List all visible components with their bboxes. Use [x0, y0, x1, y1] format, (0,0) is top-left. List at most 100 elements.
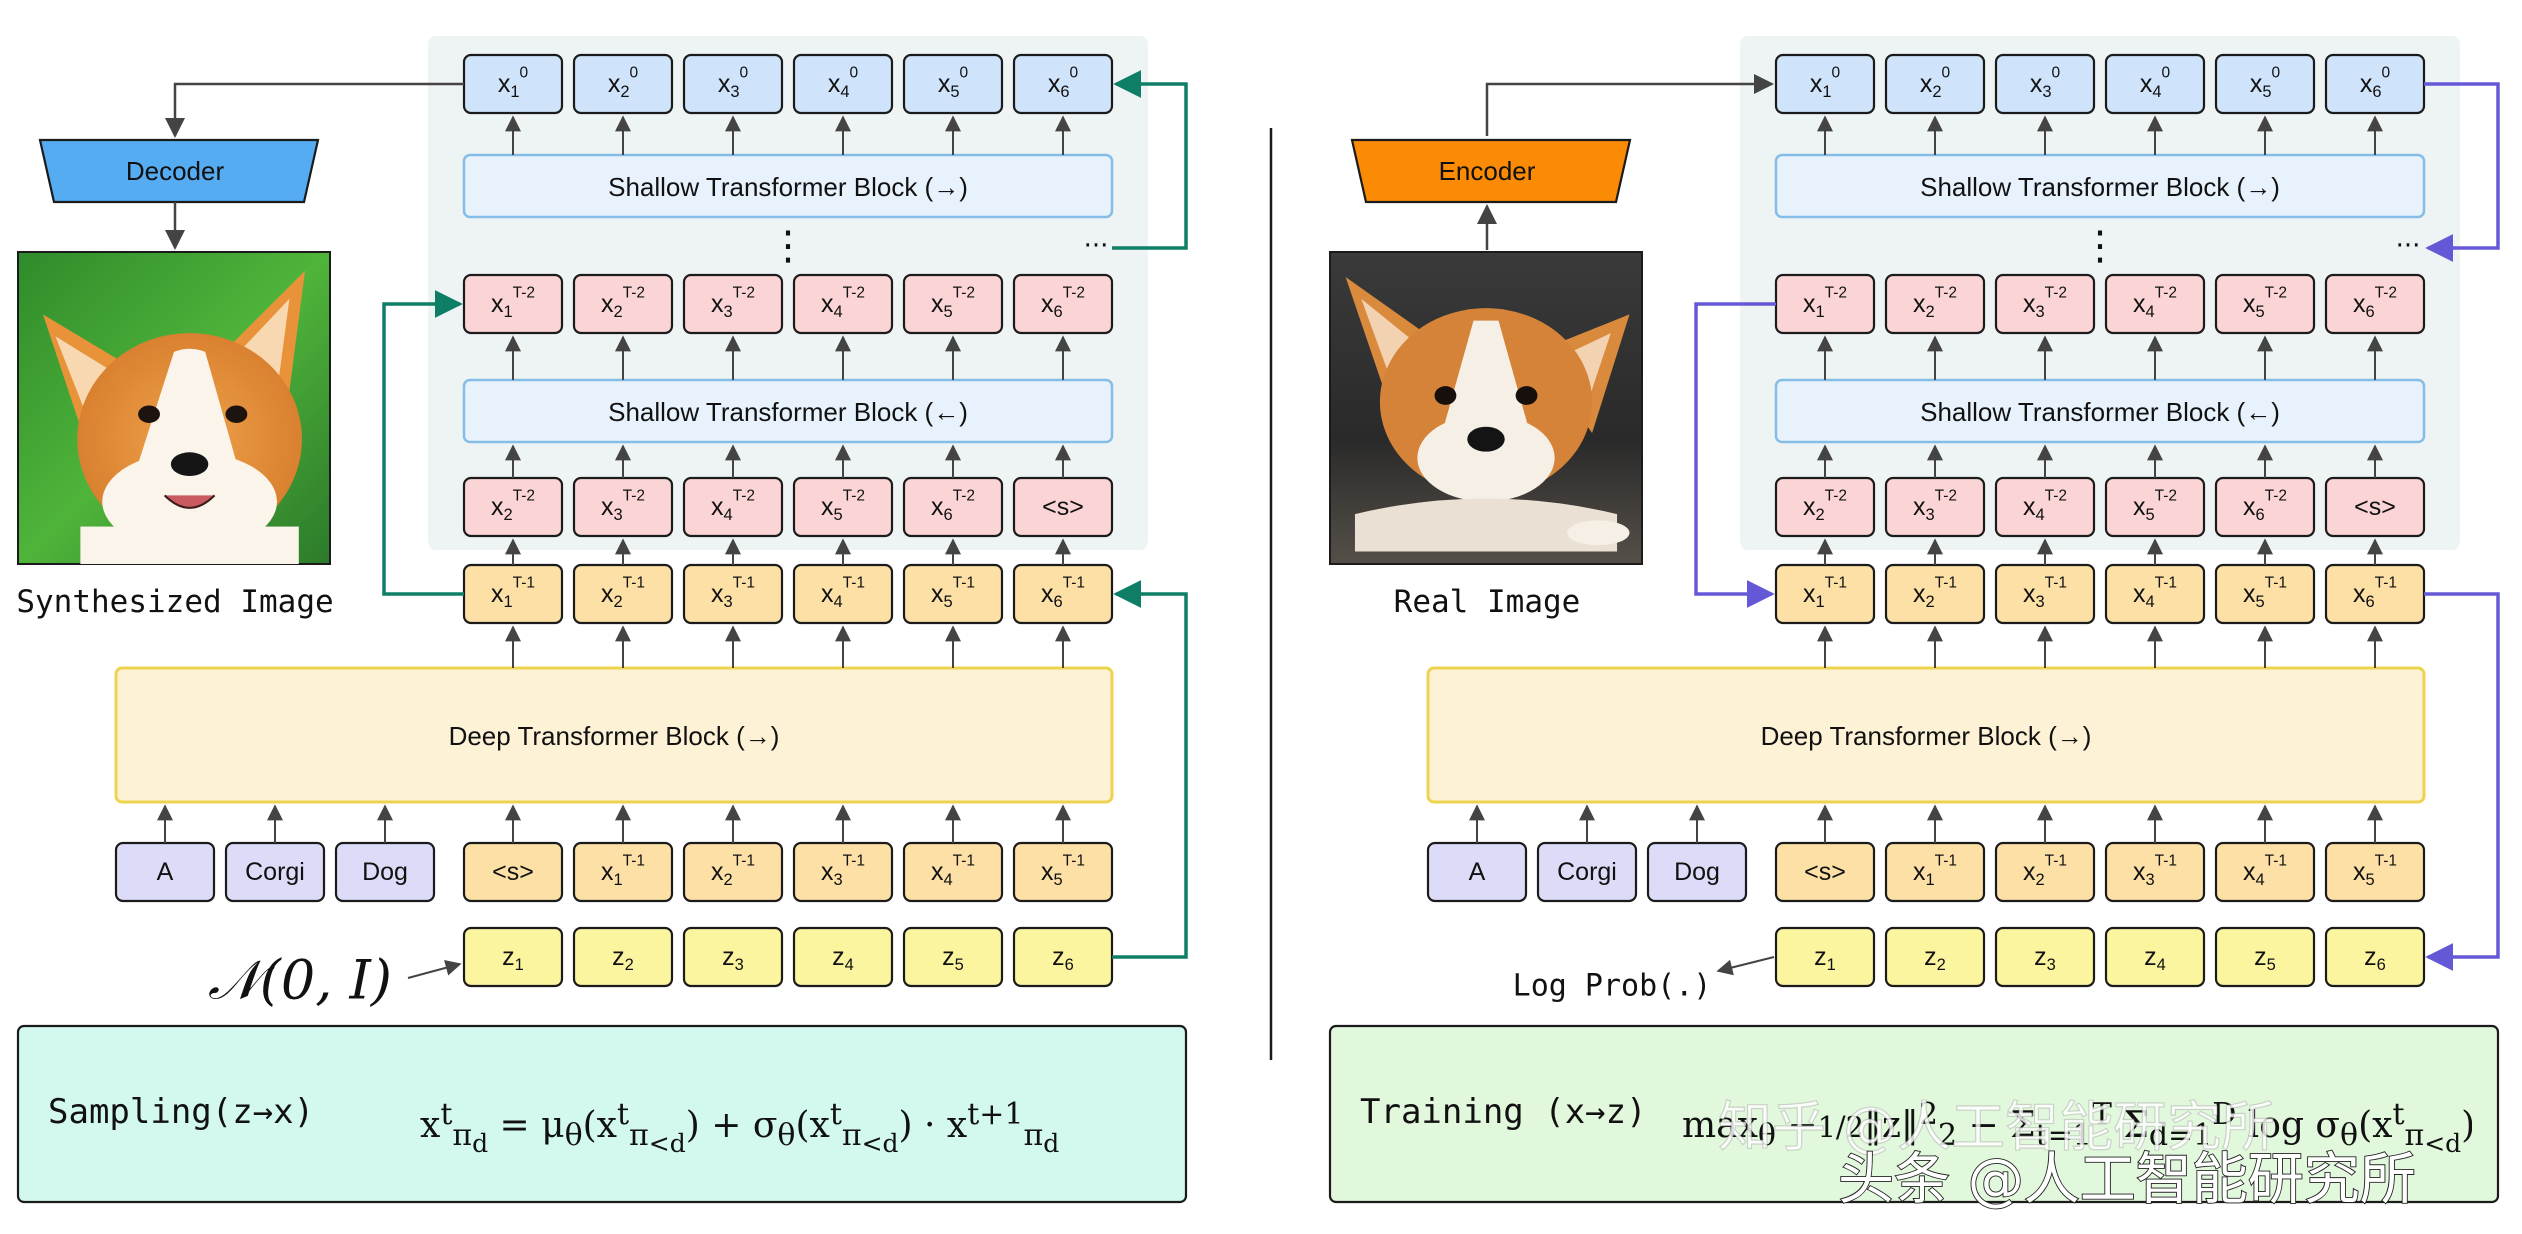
- right-shallow-block-forward-label: Shallow Transformer Block (→): [1920, 172, 2280, 202]
- left-token-z-6: z6: [1012, 926, 1114, 988]
- left-token-xT2-3: x3T-2: [682, 273, 784, 335]
- left-token-xT2-6-box: [1012, 273, 1114, 335]
- left-token-x0-5-label: x50: [938, 64, 969, 101]
- right-deep-block: Deep Transformer Block (→): [1426, 666, 2426, 804]
- right-token-x0-3-label: x30: [2030, 64, 2061, 101]
- left-deep-block-box: [114, 666, 1114, 804]
- left-shallow-block-backward: Shallow Transformer Block (←): [462, 378, 1114, 444]
- encoder-shape: [1350, 138, 1632, 204]
- right-vertical-dots: ⋮: [2080, 223, 2120, 269]
- right-text-token-dog-label: Dog: [1674, 858, 1720, 886]
- left-shallow-block-backward-label: Shallow Transformer Block (←): [608, 397, 968, 427]
- right-token-xT2-5: x5T-2: [2214, 273, 2316, 335]
- right-token-z-5: z5: [2214, 926, 2316, 988]
- left-token-z-5-label: z5: [942, 943, 964, 974]
- nose-shape: [1467, 426, 1505, 452]
- left-token-rev-4: x5T-2: [792, 476, 894, 538]
- left-text-token-a: A: [114, 841, 216, 903]
- left-token-xT1-out-2: x2T-1: [572, 563, 674, 625]
- right-token-rev-3-label: x4T-2: [2023, 487, 2067, 524]
- right-eye-shape: [225, 405, 248, 423]
- left-image-caption: Synthesized Image: [16, 584, 333, 620]
- right-token-xT2-2: x2T-2: [1884, 273, 1986, 335]
- right-token-z-2: z2: [1884, 926, 1986, 988]
- real-corgi-image: [1329, 251, 1643, 565]
- right-token-xT2-4-box: [2104, 273, 2206, 335]
- left-token-deep-in-2: x1T-1: [572, 841, 674, 903]
- left-token-z-2: z2: [572, 926, 674, 988]
- left-token-xT2-1-label: x1T-2: [491, 284, 535, 321]
- left-token-x0-2-box: [572, 53, 674, 115]
- right-token-xT1-out-5: x5T-1: [2214, 563, 2316, 625]
- right-image-caption: Real Image: [1394, 584, 1581, 620]
- right-token-xT1-out-5-label: x5T-1: [2243, 574, 2287, 611]
- left-token-deep-in-4-label: x3T-1: [821, 852, 865, 889]
- left-token-xT2-6: x6T-2: [1012, 273, 1114, 335]
- right-token-deep-in-5-label: x4T-1: [2243, 852, 2287, 889]
- right-token-x0-2-label: x20: [1920, 64, 1951, 101]
- right-token-xT2-6: x6T-2: [2324, 273, 2426, 335]
- right-token-x0-6: x60: [2324, 53, 2426, 115]
- right-token-deep-in-4: x3T-1: [2104, 841, 2206, 903]
- left-ellipsis: ···: [1084, 231, 1109, 261]
- left-token-xT2-5-box: [902, 273, 1004, 335]
- log-prob-label: Log Prob(.): [1513, 969, 1712, 1004]
- left-token-z-4-box: [792, 926, 894, 988]
- left-token-x0-4-label: x40: [828, 64, 859, 101]
- left-token-x0-4-box: [792, 53, 894, 115]
- left-token-x0-5-box: [902, 53, 1004, 115]
- left-token-x0-2-label: x20: [608, 64, 639, 101]
- left-token-xT2-3-box: [682, 273, 784, 335]
- right-token-x0-3-box: [1994, 53, 2096, 115]
- nose-shape: [170, 452, 209, 477]
- right-token-deep-in-6: x5T-1: [2324, 841, 2426, 903]
- right-token-deep-in-2-label: x1T-1: [1913, 852, 1957, 889]
- left-token-xT2-1: x1T-2: [462, 273, 564, 335]
- right-token-xT2-4-label: x4T-2: [2133, 284, 2177, 321]
- left-token-x0-1-label: x10: [498, 64, 529, 101]
- paws-shape: [1354, 498, 1618, 552]
- left-token-x0-3: x30: [682, 53, 784, 115]
- right-token-rev-4: x5T-2: [2104, 476, 2206, 538]
- watermark-toutiao: 头条 @人工智能研究所: [1838, 1148, 2416, 1213]
- right-token-xT1-out-4: x4T-1: [2104, 563, 2206, 625]
- right-token-z-4-label: z4: [2144, 943, 2166, 974]
- right-token-rev-2: x3T-2: [1884, 476, 1986, 538]
- right-token-z-1: z1: [1774, 926, 1876, 988]
- right-token-x0-1-label: x10: [1810, 64, 1841, 101]
- left-token-z-3-label: z3: [722, 943, 744, 974]
- left-token-rev-2-label: x3T-2: [601, 487, 645, 524]
- left-token-xT2-2-label: x2T-2: [601, 284, 645, 321]
- right-token-z-2-box: [1884, 926, 1986, 988]
- left-token-deep-in-3-label: x2T-1: [711, 852, 755, 889]
- right-formula-text: maxθ −1/2‖z‖22 − Σt=1T Σd=1D log σθ(xtπ<…: [1682, 1097, 2472, 1159]
- left-deep-block: Deep Transformer Block (→): [114, 666, 1114, 804]
- right-token-z-4: z4: [2104, 926, 2206, 988]
- left-token-xT1-out-4-label: x4T-1: [821, 574, 865, 611]
- right-token-z-1-label: z1: [1814, 943, 1836, 974]
- left-token-deep-in-6-label: x5T-1: [1041, 852, 1085, 889]
- right-text-token-dog: Dog: [1646, 841, 1748, 903]
- right-text-token-corgi: Corgi: [1536, 841, 1638, 903]
- right-token-z-5-label: z5: [2254, 943, 2276, 974]
- right-token-x0-4-box: [2104, 53, 2206, 115]
- right-token-x0-2: x20: [1884, 53, 1986, 115]
- right-text-token-a: A: [1426, 841, 1528, 903]
- purple-arrow-xT1-to-z: [2424, 592, 2500, 971]
- left-token-xT1-out-1: x1T-1: [462, 563, 564, 625]
- right-deep-block-label: Deep Transformer Block (→): [1761, 721, 2092, 751]
- left-token-xT2-5: x5T-2: [902, 273, 1004, 335]
- left-token-xT2-5-label: x5T-2: [931, 284, 975, 321]
- right-token-rev-5: x6T-2: [2214, 476, 2316, 538]
- right-token-deep-in-2: x1T-1: [1884, 841, 1986, 903]
- purple-arrow-x0-to-ellipsis: [2424, 82, 2500, 262]
- left-token-deep-in-6: x5T-1: [1012, 841, 1114, 903]
- right-token-xT2-1: x1T-2: [1774, 273, 1876, 335]
- right-ellipsis: ···: [2396, 231, 2421, 261]
- left-equation-title: Sampling(z→x): [48, 1092, 314, 1132]
- watermark-zhihu: 知乎 @人工智能研究所: [1718, 1096, 2275, 1159]
- left-token-rev-6-label: <s>: [1042, 493, 1084, 521]
- left-text-token-corgi-label: Corgi: [245, 858, 305, 886]
- right-token-xT1-out-1: x1T-1: [1774, 563, 1876, 625]
